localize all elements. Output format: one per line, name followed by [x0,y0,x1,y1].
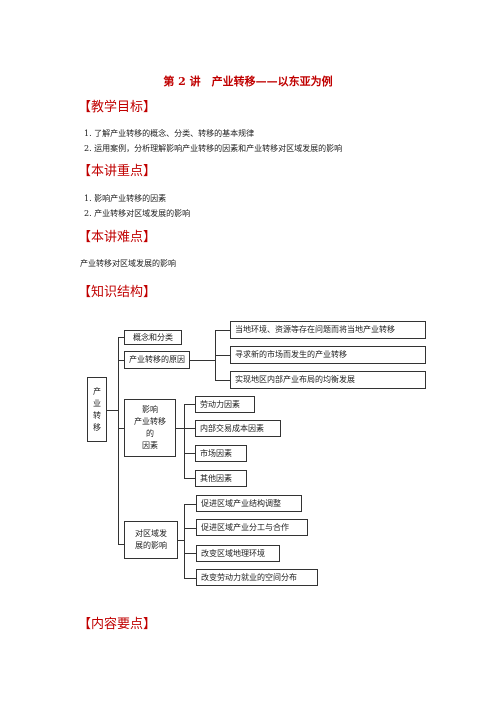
section-structure-heading: 【知识结构】 [78,285,157,300]
root-char-3: 转 [93,410,101,420]
reason-item-1: 当地环境、资源等存在问题而将当地产业转移 [230,321,426,339]
impact-item-structure: 促进区域产业结构调整 [196,495,302,512]
page-title: 第 2 讲 产业转移——以东亚为例 [163,75,333,88]
impact-line-1: 对区域发 [135,529,167,538]
impact-item-division: 促进区域产业分工与合作 [196,519,308,536]
factors-box: 影响 产业转移 的 因素 [124,399,176,457]
factors-line-1: 影响 [142,405,158,414]
root-char-4: 移 [93,422,101,432]
section-difficult-heading: 【本讲难点】 [78,230,157,245]
factor-item-labor: 劳动力因素 [195,396,255,413]
factors-line-4: 因素 [142,441,158,450]
goal-item-2: 2. 运用案例，分析理解影响产业转移的因素和产业转移对区域发展的影响 [84,144,343,153]
section-goals-heading: 【教学目标】 [78,100,157,115]
factors-line-2: 产业转移 [134,417,166,426]
difficult-text: 产业转移对区域发展的影响 [80,259,176,268]
section-content-heading: 【内容要点】 [78,617,157,632]
impact-item-environment: 改变区域地理环境 [196,545,280,562]
impact-item-employment: 改变劳动力就业的空间分布 [196,569,318,586]
impact-line-2: 展的影响 [135,541,167,550]
reason-box: 产业转移的原因 [124,351,190,369]
section-key-heading: 【本讲重点】 [78,164,157,179]
diagram-root: 产 业 转 移 [87,377,107,442]
factor-item-market: 市场因素 [195,445,247,462]
goal-item-1: 1. 了解产业转移的概念、分类、转移的基本规律 [84,129,255,138]
key-item-2: 2. 产业转移对区域发展的影响 [84,209,191,218]
concept-box: 概念和分类 [124,330,182,345]
root-char-2: 业 [93,398,101,408]
factor-item-transaction-cost: 内部交易成本因素 [195,420,281,437]
root-char-1: 产 [93,386,101,396]
factor-item-other: 其他因素 [195,470,247,487]
key-item-1: 1. 影响产业转移的因素 [84,194,167,203]
impact-box: 对区域发 展的影响 [124,521,178,559]
factors-line-3: 的 [146,429,154,438]
reason-item-2: 寻求新的市场而发生的产业转移 [230,346,426,364]
reason-item-3: 实现地区内部产业布局的均衡发展 [230,371,426,389]
